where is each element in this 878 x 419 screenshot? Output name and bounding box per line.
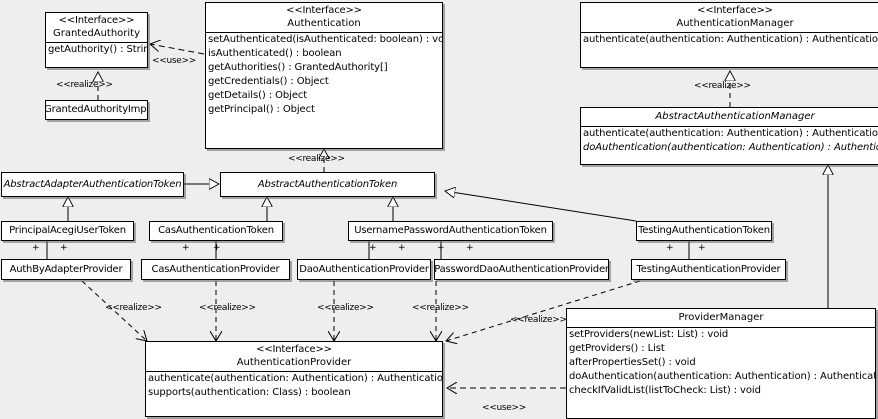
class-name: PrincipalAcegiUserToken [9, 225, 126, 236]
operation: authenticate(authentication: Authenticat… [583, 128, 878, 139]
operation: authenticate(authentication: Authenticat… [583, 34, 878, 45]
class-name: DaoAuthenticationProvider [299, 263, 429, 275]
association-multiplicity-dao-left: + [369, 243, 377, 253]
class-abstract-authentication-token[interactable]: AbstractAuthenticationToken [220, 172, 435, 197]
operation: afterPropertiesSet() : void [569, 357, 696, 368]
class-header: AbstractAuthenticationManager [581, 108, 878, 127]
class-header: <<Interface>> AuthenticationManager [581, 3, 878, 33]
operation: getPrincipal() : Object [208, 104, 315, 115]
stereotype-label: <<Interface>> [256, 344, 332, 355]
class-name: AuthenticationManager [676, 18, 794, 29]
class-abstract-authentication-manager[interactable]: AbstractAuthenticationManager authentica… [580, 107, 878, 165]
class-header: <<Interface>> GrantedAuthority [46, 13, 147, 43]
operation: supports(authentication: Class) : boolea… [148, 387, 351, 398]
association-multiplicity-principalacegi-right: + [60, 243, 68, 253]
class-granted-authority-impl[interactable]: GrantedAuthorityImpl [45, 100, 148, 120]
class-password-dao-authentication-provider[interactable]: PasswordDaoAuthenticationProvider [434, 259, 609, 280]
edge-label-realize-passworddaoprovider: <<realize>> [412, 303, 469, 313]
class-name: TestingAuthenticationToken [638, 225, 770, 236]
class-name: CasAuthenticationProvider [151, 263, 280, 275]
association-multiplicity-testing-right: + [698, 243, 706, 253]
operation: isAuthenticated() : boolean [208, 48, 342, 59]
edge-label-realize-abstractauthenticationtoken: <<realize>> [288, 154, 345, 164]
association-multiplicity-principalacegi-left: + [32, 243, 40, 253]
operation: getAuthority() : String [48, 44, 148, 55]
class-name: UsernamePasswordAuthenticationToken [354, 225, 547, 236]
class-header: <<Interface>> AuthenticationProvider [146, 342, 442, 372]
stereotype-label: <<Interface>> [286, 5, 362, 16]
edge-label-use-grantedauthority: <<use>> [152, 56, 196, 66]
association-multiplicity-pdao-right: + [466, 243, 474, 253]
operation: getProviders() : List [569, 343, 665, 354]
edge-label-realize-authbyadapterprovider: <<realize>> [105, 303, 162, 313]
class-name: PasswordDaoAuthenticationProvider [434, 263, 609, 275]
class-name: AuthenticationProvider [236, 357, 352, 368]
class-authentication[interactable]: <<Interface>> Authentication setAuthenti… [205, 2, 443, 149]
class-dao-authentication-provider[interactable]: DaoAuthenticationProvider [297, 259, 431, 280]
edge-testingauthenticationtoken-extends-abstractauthenticationtoken [445, 191, 637, 222]
class-name: AbstractAuthenticationToken [257, 178, 398, 190]
operations-compartment: setProviders(newList: List) : void getPr… [567, 328, 875, 398]
edge-label-realize-grantedauthorityimpl: <<realize>> [56, 80, 113, 90]
class-principal-acegi-user-token[interactable]: PrincipalAcegiUserToken [1, 221, 134, 241]
class-name: AuthByAdapterProvider [9, 263, 123, 275]
association-multiplicity-testing-left: + [666, 243, 674, 253]
class-header: <<Interface>> Authentication [206, 3, 442, 33]
class-name: GrantedAuthorityImpl [45, 104, 148, 115]
class-testing-authentication-token[interactable]: TestingAuthenticationToken [636, 221, 772, 241]
edge-label-realize-testingauthenticationprovider: <<realize>> [510, 315, 567, 325]
class-name: TestingAuthenticationProvider [636, 263, 781, 275]
association-multiplicity-pdao-left: + [437, 243, 445, 253]
operations-compartment: authenticate(authentication: Authenticat… [146, 372, 442, 400]
class-authentication-provider[interactable]: <<Interface>> AuthenticationProvider aut… [145, 341, 443, 417]
edge-label-realize-daoauthenticationprovider: <<realize>> [317, 303, 374, 313]
operation: getCredentials() : Object [208, 76, 329, 87]
association-multiplicity-cas-left: + [182, 243, 190, 253]
operations-compartment: authenticate(authentication: Authenticat… [581, 127, 878, 155]
stereotype-label: <<Interface>> [58, 15, 135, 26]
operation: setAuthenticated(isAuthenticated: boolea… [208, 34, 443, 45]
class-authentication-manager[interactable]: <<Interface>> AuthenticationManager auth… [580, 2, 878, 68]
class-name: ProviderManager [678, 312, 764, 323]
association-multiplicity-dao-right: + [398, 243, 406, 253]
class-granted-authority[interactable]: <<Interface>> GrantedAuthority getAuthor… [45, 12, 148, 68]
operations-compartment: getAuthority() : String [46, 43, 147, 57]
operation: getDetails() : Object [208, 90, 308, 101]
class-cas-authentication-provider[interactable]: CasAuthenticationProvider [141, 259, 290, 280]
class-name: AbstractAdapterAuthenticationToken [3, 178, 182, 190]
class-name: AbstractAuthenticationManager [655, 111, 815, 122]
operation: checkIfValidList(listToCheck: List) : vo… [569, 385, 761, 396]
operation: getAuthorities() : GrantedAuthority[] [208, 62, 388, 73]
class-name: Authentication [287, 18, 361, 29]
edge-label-use-authenticationprovider: <<use>> [482, 403, 526, 413]
edge-label-realize-casauthenticationprovider: <<realize>> [199, 303, 256, 313]
class-header: ProviderManager [567, 309, 875, 328]
class-username-password-authentication-token[interactable]: UsernamePasswordAuthenticationToken [348, 221, 553, 241]
class-abstract-adapter-authentication-token[interactable]: AbstractAdapterAuthenticationToken [1, 172, 184, 197]
edge-label-realize-abstractauthenticationmanager: <<realize>> [694, 81, 751, 91]
stereotype-label: <<Interface>> [697, 5, 773, 16]
class-name: GrantedAuthority [52, 28, 141, 39]
operation: doAuthentication(authentication: Authent… [569, 371, 876, 382]
operation: doAuthentication(authentication: Authent… [583, 142, 878, 153]
class-name: CasAuthenticationToken [158, 225, 274, 236]
operations-compartment: authenticate(authentication: Authenticat… [581, 33, 878, 47]
association-multiplicity-cas-right: + [213, 243, 221, 253]
class-provider-manager[interactable]: ProviderManager setProviders(newList: Li… [566, 308, 876, 419]
operation: setProviders(newList: List) : void [569, 329, 729, 340]
class-testing-authentication-provider[interactable]: TestingAuthenticationProvider [631, 259, 786, 280]
operation: authenticate(authentication: Authenticat… [148, 373, 443, 384]
class-auth-by-adapter-provider[interactable]: AuthByAdapterProvider [1, 259, 131, 280]
operations-compartment: setAuthenticated(isAuthenticated: boolea… [206, 33, 442, 117]
class-cas-authentication-token[interactable]: CasAuthenticationToken [149, 221, 283, 241]
edge-authentication-uses-grantedauthority [150, 44, 205, 55]
